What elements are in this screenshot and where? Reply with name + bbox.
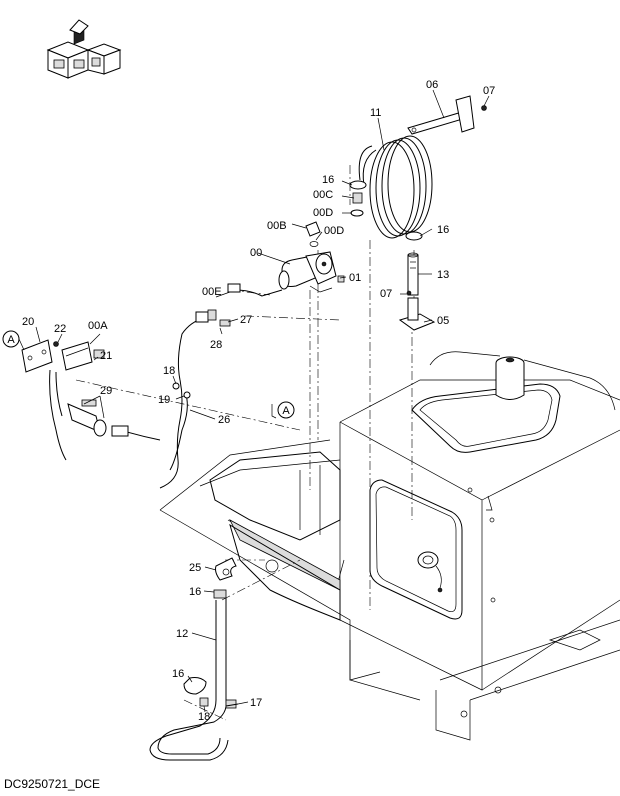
callout-11: 11 xyxy=(370,107,381,119)
callout-17: 17 xyxy=(250,697,262,709)
callout-00A: 00A xyxy=(88,320,108,332)
callout-27: 27 xyxy=(240,314,252,326)
callout-00C: 00C xyxy=(313,189,333,201)
callout-leaders xyxy=(35,89,490,713)
callout-16-right: 16 xyxy=(437,224,449,236)
callout-19: 19 xyxy=(158,394,170,406)
callout-06: 06 xyxy=(426,79,438,91)
callout-18-bottom: 18 xyxy=(198,711,210,723)
callout-labels: 06 07 11 16 00C 00D 00B 00D 00 01 16 13 … xyxy=(22,79,495,723)
fuel-pump xyxy=(278,180,367,293)
callout-07-top: 07 xyxy=(483,85,495,97)
callout-18-left: 18 xyxy=(163,365,175,377)
diagram-id: DC9250721_DCE xyxy=(4,777,101,791)
callout-16-top: 16 xyxy=(322,174,334,186)
callout-12: 12 xyxy=(176,628,188,640)
callout-26: 26 xyxy=(218,414,230,426)
suction-pipe xyxy=(398,231,436,331)
control-box xyxy=(21,339,129,461)
callout-29: 29 xyxy=(100,385,112,397)
callout-16-bottom-upper: 16 xyxy=(189,586,201,598)
callout-05: 05 xyxy=(437,315,449,327)
callout-01: 01 xyxy=(349,272,361,284)
view-marker-right-label: A xyxy=(282,405,290,417)
callout-13: 13 xyxy=(437,269,449,281)
callout-21: 21 xyxy=(100,350,112,362)
callout-28: 28 xyxy=(210,339,222,351)
callout-07-mid: 07 xyxy=(380,288,392,300)
callout-00E: 00E xyxy=(202,286,222,298)
callout-25: 25 xyxy=(189,562,201,574)
coiled-hose xyxy=(358,135,433,239)
callout-20: 20 xyxy=(22,316,34,328)
view-marker-left: A xyxy=(2,330,25,351)
assembly-centerlines xyxy=(75,165,415,721)
callout-00D-lower: 00D xyxy=(324,225,344,237)
return-hose xyxy=(149,557,239,761)
callout-22: 22 xyxy=(54,323,66,335)
wiring-harness xyxy=(119,283,283,489)
machine-frame xyxy=(159,351,620,741)
orientation-cube-icon xyxy=(46,19,122,79)
callout-00D-upper: 00D xyxy=(313,207,333,219)
hose-bracket xyxy=(407,95,487,135)
callout-00: 00 xyxy=(250,247,262,259)
view-marker-left-label: A xyxy=(7,334,15,346)
view-marker-right: A xyxy=(271,401,295,419)
callout-16-bottom-lower: 16 xyxy=(172,668,184,680)
callout-00B: 00B xyxy=(267,220,287,232)
